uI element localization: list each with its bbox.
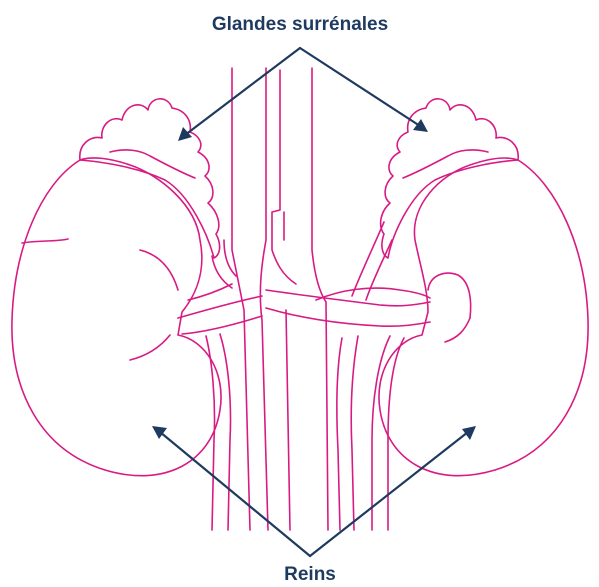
left-ureter bbox=[220, 334, 231, 530]
left-adrenal-vein bbox=[212, 256, 232, 288]
aorta bbox=[260, 68, 268, 530]
right-ureter bbox=[388, 338, 404, 530]
right-ureter bbox=[337, 338, 342, 530]
arrowhead-right-adrenal bbox=[413, 119, 428, 132]
pointer-line-left-kidney bbox=[160, 432, 310, 556]
left-kidney-detail-line bbox=[130, 335, 170, 360]
right-adrenal-gland bbox=[381, 99, 519, 258]
right-kidney-detail-line bbox=[445, 318, 470, 342]
inferior-vena-cava bbox=[272, 70, 296, 284]
left-kidney-detail-line bbox=[22, 239, 68, 243]
right-adrenal-vein bbox=[366, 240, 392, 300]
right-kidney-hilum bbox=[428, 273, 471, 318]
left-renal-vein bbox=[182, 316, 262, 334]
left-kidney-detail-line bbox=[140, 250, 178, 290]
inferior-vena-cava bbox=[286, 310, 290, 530]
right-renal-vein bbox=[266, 308, 430, 326]
kidneys-label: Reins bbox=[284, 564, 336, 585]
pointer-line-right-adrenal bbox=[300, 48, 420, 126]
right-adrenal-vein bbox=[352, 222, 384, 296]
right-renal-artery bbox=[316, 288, 430, 300]
anatomy-illustration bbox=[12, 68, 588, 530]
pointer-line-right-kidney bbox=[310, 432, 468, 556]
arrowhead-right-kidney bbox=[462, 426, 476, 440]
right-renal-vein bbox=[266, 290, 430, 306]
adrenal-glands-label: Glandes surrénales bbox=[212, 14, 388, 35]
left-adrenal-detail bbox=[110, 150, 195, 178]
pointer-line-left-adrenal bbox=[185, 48, 300, 135]
right-ureter bbox=[351, 336, 358, 530]
